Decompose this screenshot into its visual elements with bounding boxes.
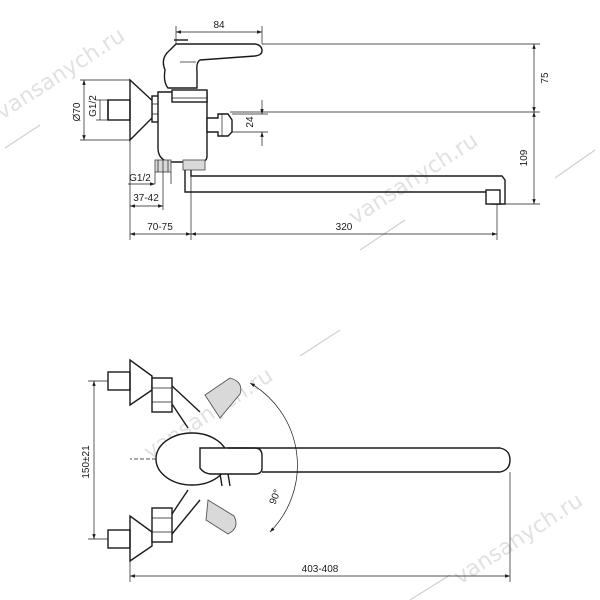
dim-wall-offset: 70-75 xyxy=(130,176,192,240)
spout-collar xyxy=(182,159,206,171)
dim-label: 109 xyxy=(519,149,530,166)
dim-spout-height: 109 xyxy=(505,112,540,205)
lower-arm xyxy=(171,499,201,535)
lever-top xyxy=(199,447,263,475)
dim-diverter: 24 xyxy=(232,100,268,146)
dim-label: 150±21 xyxy=(81,445,92,479)
lower-wall-inlet xyxy=(107,529,131,549)
dim-thread-bottom: G1/2 xyxy=(128,172,172,186)
dim-eccentric-offset: 37-42 xyxy=(129,140,164,240)
dim-thread-top: G1/2 xyxy=(88,95,108,121)
lower-flange xyxy=(129,514,153,563)
spout xyxy=(184,170,506,205)
dim-overall-length: 403-408 xyxy=(129,472,511,582)
swivel-handle-ghost xyxy=(204,377,242,535)
upper-wall-inlet xyxy=(107,371,131,391)
dim-handle-width: 84 xyxy=(175,20,263,44)
dim-label: 320 xyxy=(336,222,353,233)
dim-label: 403-408 xyxy=(302,564,339,575)
dim-label: 75 xyxy=(540,72,551,84)
dim-label: Ø70 xyxy=(72,102,83,121)
upper-arm xyxy=(171,385,201,413)
lower-hex-nut xyxy=(151,507,173,543)
top-view: 90° 150±21 403-408 xyxy=(81,358,511,582)
lever-handle xyxy=(162,43,263,89)
watermark-text: vansanych.ru xyxy=(450,488,588,590)
dim-spout-length: 320 xyxy=(191,204,498,240)
dim-label: 70-75 xyxy=(147,222,173,233)
dim-handle-height: 75 xyxy=(230,43,551,113)
dim-label: 24 xyxy=(245,116,256,128)
dim-label: 84 xyxy=(213,20,225,31)
upper-hex-nut xyxy=(151,377,173,413)
watermark-text: vansanych.ru xyxy=(0,23,130,125)
watermark-text: vansanych.ru xyxy=(345,128,483,230)
spout-top xyxy=(228,447,511,473)
dim-label: G1/2 xyxy=(88,95,99,117)
dim-label: G1/2 xyxy=(129,173,151,184)
wall-inlet-pipe xyxy=(107,99,131,121)
dim-flange-dia: Ø70 xyxy=(72,79,130,141)
swivel-arc xyxy=(249,382,298,533)
upper-flange xyxy=(129,358,153,407)
diverter-knob xyxy=(206,113,233,137)
side-view: 84 75 24 109 Ø70 xyxy=(72,20,551,240)
aerator xyxy=(485,189,501,205)
dim-label: 90° xyxy=(268,488,284,506)
dim-label: 37-42 xyxy=(133,193,159,204)
dim-center-distance: 150±21 xyxy=(81,380,108,540)
